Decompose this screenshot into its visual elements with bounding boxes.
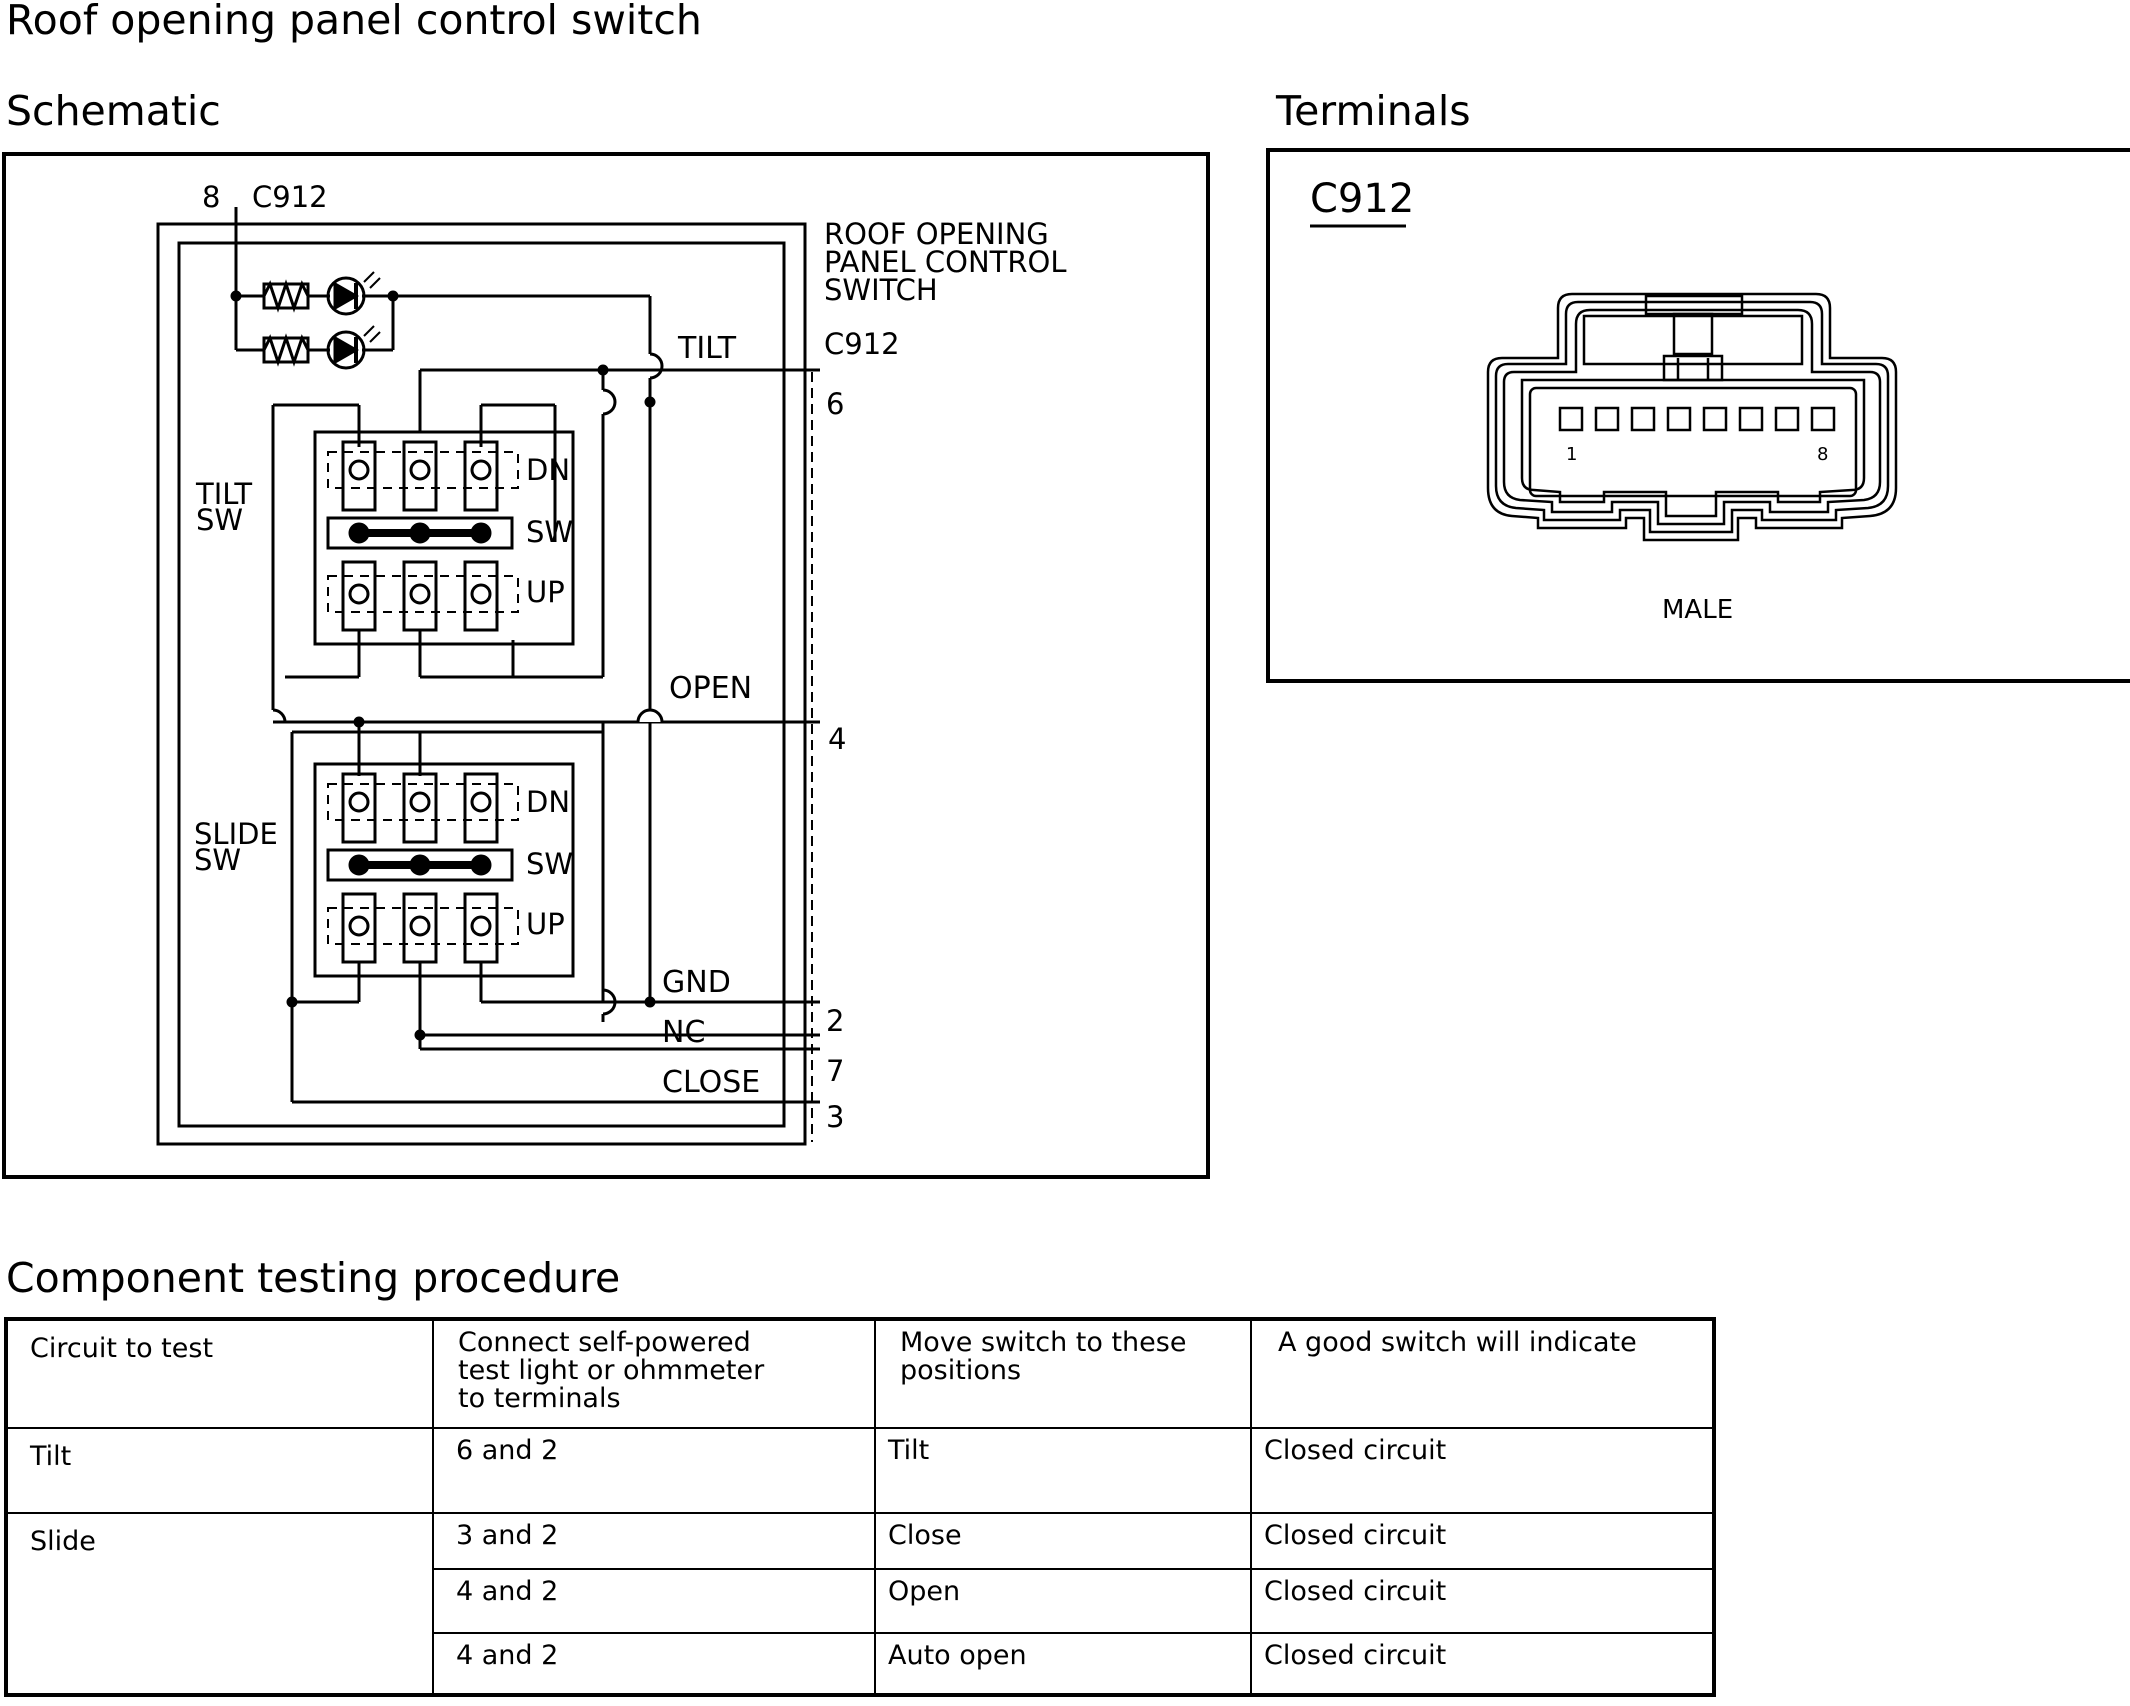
connector-right-name: C912 <box>824 327 900 361</box>
cell-position: Open <box>874 1568 1252 1634</box>
terminal-connector-name: C912 <box>1310 176 1414 222</box>
circuit-label-open: OPEN <box>669 671 752 706</box>
resistor-2 <box>262 333 310 367</box>
pin-6 <box>1738 406 1764 432</box>
slide-pos-dn: DN <box>526 785 570 819</box>
circuit-pin-close: 3 <box>826 1100 844 1134</box>
pin-3 <box>1630 406 1656 432</box>
circuit-pin-tilt: 6 <box>826 387 844 421</box>
component-label-line3: SWITCH <box>824 273 938 307</box>
table-row: 4 and 2 Open Closed circuit <box>6 1568 1715 1634</box>
tilt-pos-sw: SW <box>526 515 573 549</box>
table-row: Slide 3 and 2 Close Closed circuit <box>5 1512 1715 1696</box>
cell-terminals: 6 and 2 <box>432 1427 876 1514</box>
connector-gender: MALE <box>1662 595 1733 625</box>
circuit-label-gnd: GND <box>662 965 731 1000</box>
slide-pos-up: UP <box>526 907 565 941</box>
page-title: Roof opening panel control switch <box>6 0 702 44</box>
slide-sw-label-2: SW <box>194 843 241 877</box>
table-row: Tilt 6 and 2 Tilt Closed circuit <box>5 1427 1715 1514</box>
circuit-pin-open: 4 <box>828 722 846 756</box>
switch-housing-inner <box>177 241 786 1128</box>
circuit-label-tilt: TILT <box>677 331 737 366</box>
column-header: Connect self-powered test light or ohmme… <box>432 1318 876 1429</box>
cell-position: Tilt <box>874 1427 1252 1514</box>
schematic-diagram: 8 C912 <box>156 180 1066 1146</box>
cell-position: Close <box>874 1512 1252 1570</box>
resistor-1 <box>262 279 310 313</box>
terminals-panel: C912 1 8 MALE <box>1266 148 2130 683</box>
circuit-label-close: CLOSE <box>662 1065 760 1100</box>
cell-terminals: 4 and 2 <box>432 1568 876 1634</box>
circuit-pin-gnd: 2 <box>826 1004 844 1038</box>
pin-field <box>1528 386 1858 498</box>
connector-top-name: C912 <box>252 180 328 214</box>
pin-5 <box>1702 406 1728 432</box>
component-label-line1: ROOF OPENING <box>824 217 1049 251</box>
pin-7 <box>1774 406 1800 432</box>
terminals-heading: Terminals <box>1276 87 1471 135</box>
pin-8 <box>1810 406 1836 432</box>
schematic-panel: 8 C912 <box>2 152 1210 1179</box>
table-row: 4 and 2 Auto open Closed circuit <box>6 1632 1715 1696</box>
cell-circuit: Tilt <box>5 1427 434 1514</box>
connector-shell-outer <box>1486 292 1898 542</box>
slide-sw-label-1: SLIDE <box>194 817 278 851</box>
table-header-row: Circuit to test Connect self-powered tes… <box>5 1318 1715 1429</box>
tilt-switch-body <box>313 430 575 646</box>
column-header: Circuit to test <box>5 1318 434 1429</box>
schematic-heading: Schematic <box>6 87 221 135</box>
connector-top-pin: 8 <box>202 180 220 214</box>
column-header: A good switch will indicate <box>1250 1318 1715 1429</box>
tilt-pos-dn: DN <box>526 453 570 487</box>
slide-pos-sw: SW <box>526 847 573 881</box>
circuit-pin-nc: 7 <box>826 1054 844 1088</box>
cell-result: Closed circuit <box>1250 1427 1715 1514</box>
pin-4 <box>1666 406 1692 432</box>
circuit-label-nc: NC <box>662 1015 705 1050</box>
pin-last-label: 8 <box>1817 444 1828 465</box>
pin-2 <box>1594 406 1620 432</box>
pin-1 <box>1558 406 1584 432</box>
tilt-sw-label-2: SW <box>196 503 243 537</box>
cell-result: Closed circuit <box>1250 1632 1715 1696</box>
slide-switch-body <box>313 762 575 978</box>
connector-latch <box>1582 314 1804 366</box>
tilt-sw-label-1: TILT <box>195 477 252 511</box>
procedure-table: Circuit to test Connect self-powered tes… <box>4 1317 1716 1697</box>
connector-face: C912 1 8 MALE <box>1310 176 1898 625</box>
cell-terminals: 4 and 2 <box>432 1632 876 1696</box>
cell-terminals: 3 and 2 <box>432 1512 876 1570</box>
column-header: Move switch to these positions <box>874 1318 1252 1429</box>
cell-result: Closed circuit <box>1250 1512 1715 1570</box>
cell-position: Auto open <box>874 1632 1252 1696</box>
pin-first-label: 1 <box>1566 444 1577 465</box>
cell-circuit: Slide <box>5 1512 434 1696</box>
procedure-heading: Component testing procedure <box>6 1254 621 1302</box>
cell-result: Closed circuit <box>1250 1568 1715 1634</box>
switch-housing-outer <box>156 222 807 1146</box>
tilt-pos-up: UP <box>526 575 565 609</box>
component-label-line2: PANEL CONTROL <box>824 245 1066 279</box>
